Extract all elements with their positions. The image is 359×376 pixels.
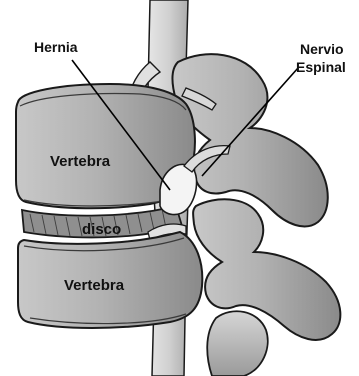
nerve-label-line1: Nervio <box>300 41 344 57</box>
nerve-label-line2: Espinal <box>296 59 346 75</box>
lower-lamina <box>207 311 268 376</box>
lower-vertebra-label: Vertebra <box>64 277 125 294</box>
hernia-label: Hernia <box>34 39 78 55</box>
disc-label: disco <box>82 221 121 238</box>
upper-vertebra-label: Vertebra <box>50 153 111 170</box>
